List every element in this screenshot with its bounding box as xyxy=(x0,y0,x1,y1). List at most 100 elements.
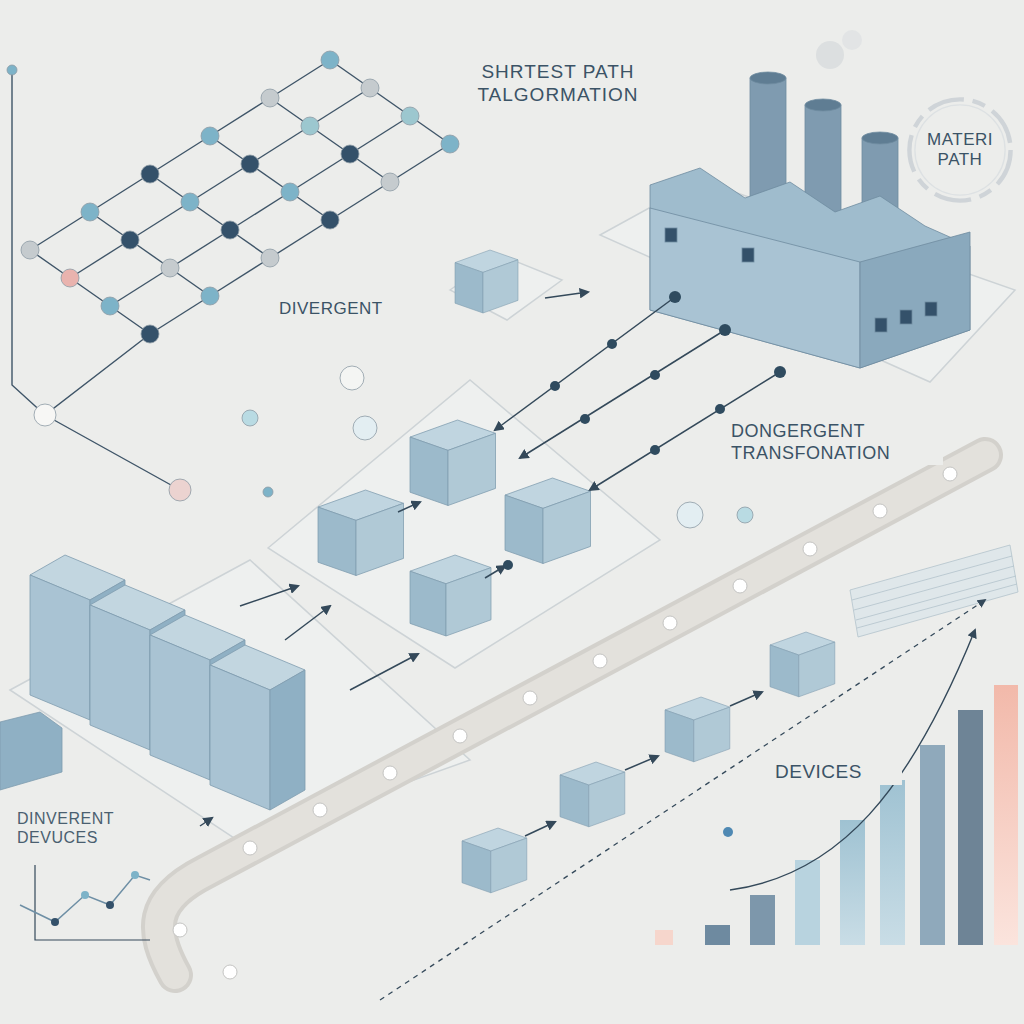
chart-line xyxy=(20,875,150,922)
graph-node xyxy=(7,65,17,75)
graph-node xyxy=(321,211,339,229)
item xyxy=(733,579,747,593)
bar xyxy=(795,860,820,945)
graph-node xyxy=(221,221,239,239)
cube xyxy=(410,420,496,506)
graph-line xyxy=(210,136,330,220)
bar xyxy=(705,925,730,945)
dot xyxy=(723,827,733,837)
window xyxy=(665,228,677,242)
graph-node xyxy=(141,325,159,343)
graph-node xyxy=(34,404,56,426)
item xyxy=(593,654,607,668)
graph-node xyxy=(737,507,753,523)
graph-line xyxy=(150,144,450,334)
graph-node xyxy=(441,135,459,153)
graph-line xyxy=(110,116,410,306)
item xyxy=(383,766,397,780)
dashed-trend xyxy=(380,600,985,1000)
middle-platform xyxy=(268,380,660,668)
graph-node xyxy=(201,127,219,145)
flow-arrow xyxy=(285,606,330,640)
graph-node xyxy=(353,416,377,440)
stack-lines xyxy=(852,556,1017,628)
window xyxy=(742,248,754,262)
graph-node xyxy=(241,155,259,173)
flow-arrow xyxy=(398,502,420,512)
graph-node xyxy=(321,51,339,69)
cube xyxy=(665,697,730,762)
stack xyxy=(850,545,1018,637)
graph-node xyxy=(401,107,419,125)
graph-node xyxy=(301,117,319,135)
flow-arrow xyxy=(520,330,725,458)
diagram-label: DONGERGENT TRANSFONATION xyxy=(728,420,943,465)
dot xyxy=(503,560,513,570)
panels xyxy=(0,555,305,810)
graph-line xyxy=(45,334,180,490)
graph-line xyxy=(90,212,210,296)
chimney-top xyxy=(805,99,841,111)
cube xyxy=(455,250,518,313)
graph-node xyxy=(121,231,139,249)
stack-body xyxy=(850,545,1018,637)
chart-axis xyxy=(35,865,150,940)
bar xyxy=(655,930,673,945)
graph-node xyxy=(242,410,258,426)
flow-arrow xyxy=(350,654,418,690)
dot xyxy=(550,381,560,391)
bar xyxy=(920,745,945,945)
cube xyxy=(462,828,527,893)
cube xyxy=(560,762,625,827)
bar xyxy=(994,685,1018,945)
diagram-title: SHRTEST PATH TALGORMATION xyxy=(466,60,650,108)
factory-side xyxy=(860,232,970,368)
graph-node xyxy=(341,145,359,163)
factory xyxy=(650,30,970,368)
dot xyxy=(650,370,660,380)
item xyxy=(453,729,467,743)
network-graph xyxy=(12,60,450,490)
item xyxy=(223,965,237,979)
panel xyxy=(210,645,305,810)
graph-line xyxy=(150,174,270,258)
graph-node xyxy=(169,479,191,501)
dot xyxy=(607,339,617,349)
cube xyxy=(410,555,491,636)
node-text-holder: MATERI PATH xyxy=(920,130,1000,171)
dot xyxy=(774,366,786,378)
graph-node xyxy=(81,203,99,221)
flow-arrow xyxy=(485,566,505,578)
graph-line xyxy=(30,60,330,250)
graph-node xyxy=(181,193,199,211)
chimney-top xyxy=(862,132,898,144)
dot xyxy=(81,891,89,899)
flow-arrow xyxy=(240,586,298,606)
cube xyxy=(770,632,835,697)
diagram-label: DIVERGENT xyxy=(276,298,436,320)
flow-arrow xyxy=(200,818,212,826)
conveyor xyxy=(159,455,985,979)
graph-node xyxy=(61,269,79,287)
graph-node xyxy=(281,183,299,201)
cube xyxy=(505,478,591,564)
window xyxy=(925,302,937,316)
dial-circle: MATERI PATH xyxy=(905,95,1015,205)
dot xyxy=(650,445,660,455)
graph-node xyxy=(263,487,273,497)
item xyxy=(243,841,257,855)
graph-node xyxy=(381,173,399,191)
item xyxy=(173,923,187,937)
item xyxy=(663,616,677,630)
graph-line xyxy=(30,250,150,334)
dot xyxy=(106,901,114,909)
flow-arrow xyxy=(545,292,588,298)
trend-arrow xyxy=(730,630,975,890)
graph-line xyxy=(12,70,45,415)
bar-chart xyxy=(655,630,1018,945)
smoke xyxy=(816,41,844,69)
item xyxy=(873,504,887,518)
graph-node xyxy=(101,297,119,315)
line-chart xyxy=(20,865,150,940)
